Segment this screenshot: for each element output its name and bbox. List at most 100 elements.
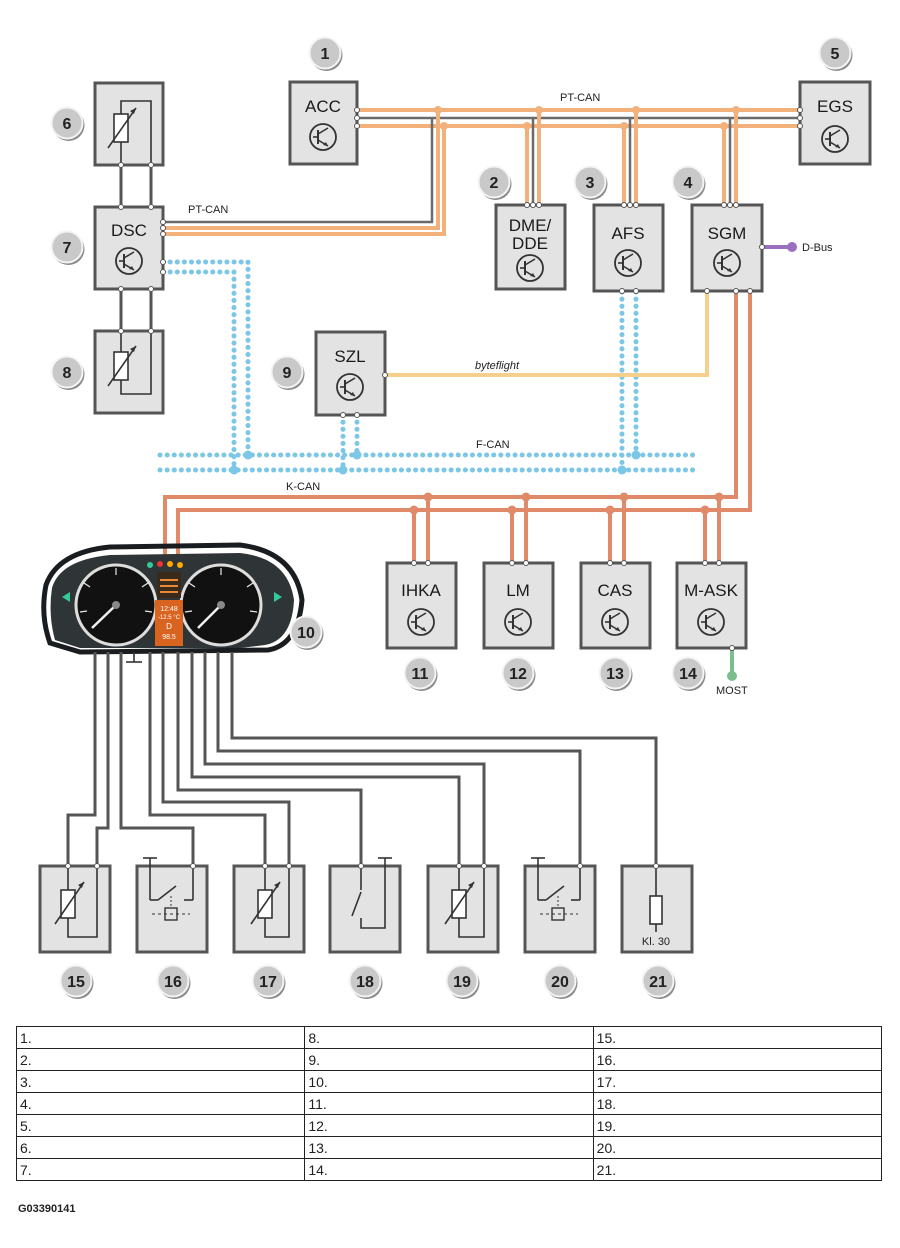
callout-5: 5 <box>818 36 854 72</box>
ecu-sgm: SGM <box>690 203 764 293</box>
svg-text:12: 12 <box>509 666 527 683</box>
legend-cell: 6. <box>15 1136 306 1159</box>
svg-text:3: 3 <box>586 175 595 192</box>
legend-cell: 9. <box>304 1048 594 1071</box>
f-can-label: F-CAN <box>476 439 510 451</box>
legend-cell: 15. <box>592 1026 883 1049</box>
legend-cell: 12. <box>304 1114 594 1137</box>
callout-15: 15 <box>59 964 95 1000</box>
f-can-bus <box>157 259 698 473</box>
legend-table: 1. 8. 15. 2. 9. 16. 3. 10. 17. 4. 11. 18… <box>15 1026 883 1181</box>
svg-text:7: 7 <box>63 240 72 257</box>
ecu-dsc-label: DSC <box>111 221 147 240</box>
component-20 <box>523 857 597 954</box>
svg-text:16: 16 <box>164 974 182 991</box>
legend-row: 5. 12. 19. <box>15 1114 883 1137</box>
most-line <box>727 648 737 681</box>
pt-can-bus <box>163 108 800 236</box>
component-21-label: Kl. 30 <box>642 936 670 948</box>
ecu-m-ask-label: M-ASK <box>684 581 739 600</box>
component-19 <box>426 864 500 954</box>
d-bus-line <box>763 242 797 252</box>
component-16 <box>135 857 209 954</box>
legend-row: 3. 10. 17. <box>15 1070 883 1093</box>
svg-text:8: 8 <box>63 365 72 382</box>
pt-can-label-top: PT-CAN <box>560 92 600 104</box>
legend-row: 4. 11. 18. <box>15 1092 883 1115</box>
byteflight-label: byteflight <box>475 360 520 372</box>
callout-10: 10 <box>289 615 325 651</box>
legend-cell: 8. <box>304 1026 594 1049</box>
ecu-dme-label-line1: DME/ <box>509 216 552 235</box>
svg-text:5: 5 <box>831 46 840 63</box>
cluster-time: 12:48 <box>160 606 178 613</box>
component-21: Kl. 30 <box>620 864 694 954</box>
ecu-sgm-label: SGM <box>708 224 747 243</box>
component-15 <box>38 864 112 954</box>
callout-13: 13 <box>598 656 634 692</box>
svg-text:10: 10 <box>297 625 315 642</box>
svg-text:9: 9 <box>283 365 292 382</box>
network-diagram: ACC EGS DSC DME/ DDE AFS SGM SZL IHKA <box>38 36 872 1000</box>
callout-6: 6 <box>50 106 86 142</box>
legend-row: 7. 14. 21. <box>15 1158 883 1181</box>
instrument-cluster: 12:48 -12.5 °C D 98.5 <box>41 542 305 655</box>
svg-text:18: 18 <box>356 974 374 991</box>
legend-cell: 21. <box>592 1158 883 1181</box>
callout-14: 14 <box>671 656 707 692</box>
ecu-szl: SZL <box>314 330 387 417</box>
ecu-acc-label: ACC <box>305 97 341 116</box>
svg-text:14: 14 <box>679 666 697 683</box>
sensor-6 <box>93 81 165 167</box>
callout-20: 20 <box>543 964 579 1000</box>
callout-21: 21 <box>641 964 677 1000</box>
ecu-cas: CAS <box>579 561 652 650</box>
svg-text:15: 15 <box>67 974 85 991</box>
legend-cell: 5. <box>15 1114 306 1137</box>
legend-cell: 20. <box>592 1136 883 1159</box>
ecu-m-ask: M-ASK <box>675 561 748 650</box>
callout-4: 4 <box>671 165 707 201</box>
ecu-afs: AFS <box>592 203 665 293</box>
k-can-label: K-CAN <box>286 481 320 493</box>
callout-19: 19 <box>445 964 481 1000</box>
legend-cell: 11. <box>304 1092 594 1115</box>
legend-cell: 2. <box>15 1048 306 1071</box>
cluster-gear: D <box>166 622 172 631</box>
callout-8: 8 <box>50 355 86 391</box>
component-17 <box>232 864 306 954</box>
ecu-egs-label: EGS <box>817 97 853 116</box>
callout-11: 11 <box>403 656 439 692</box>
ecu-acc: ACC <box>288 80 359 166</box>
callout-2: 2 <box>477 165 513 201</box>
ecu-dme-dde: DME/ DDE <box>494 203 567 291</box>
ecu-lm-label: LM <box>506 581 530 600</box>
svg-text:21: 21 <box>649 974 667 991</box>
figure-id: G03390141 <box>18 1203 76 1215</box>
pt-can-label-left: PT-CAN <box>188 204 228 216</box>
legend-row: 6. 13. 20. <box>15 1136 883 1159</box>
legend-cell: 16. <box>592 1048 883 1071</box>
d-bus-label: D-Bus <box>802 242 833 254</box>
ecu-ihka: IHKA <box>385 561 458 650</box>
legend-cell: 18. <box>592 1092 883 1115</box>
svg-text:19: 19 <box>453 974 471 991</box>
ecu-afs-label: AFS <box>611 224 644 243</box>
ecu-cas-label: CAS <box>598 581 633 600</box>
ground-symbol <box>126 652 142 663</box>
sensor-8 <box>93 329 165 415</box>
byteflight-bus <box>385 292 709 377</box>
ecu-lm: LM <box>482 561 555 650</box>
ecu-dsc: DSC <box>93 205 165 291</box>
most-label: MOST <box>716 685 748 697</box>
svg-text:11: 11 <box>412 666 429 683</box>
legend-cell: 13. <box>304 1136 594 1159</box>
component-18 <box>328 857 402 954</box>
svg-text:2: 2 <box>490 175 499 192</box>
svg-text:20: 20 <box>551 974 569 991</box>
ecu-ihka-label: IHKA <box>401 581 441 600</box>
svg-text:4: 4 <box>684 175 693 192</box>
cluster-odo: 98.5 <box>162 634 176 641</box>
svg-text:17: 17 <box>259 974 277 991</box>
callout-16: 16 <box>156 964 192 1000</box>
